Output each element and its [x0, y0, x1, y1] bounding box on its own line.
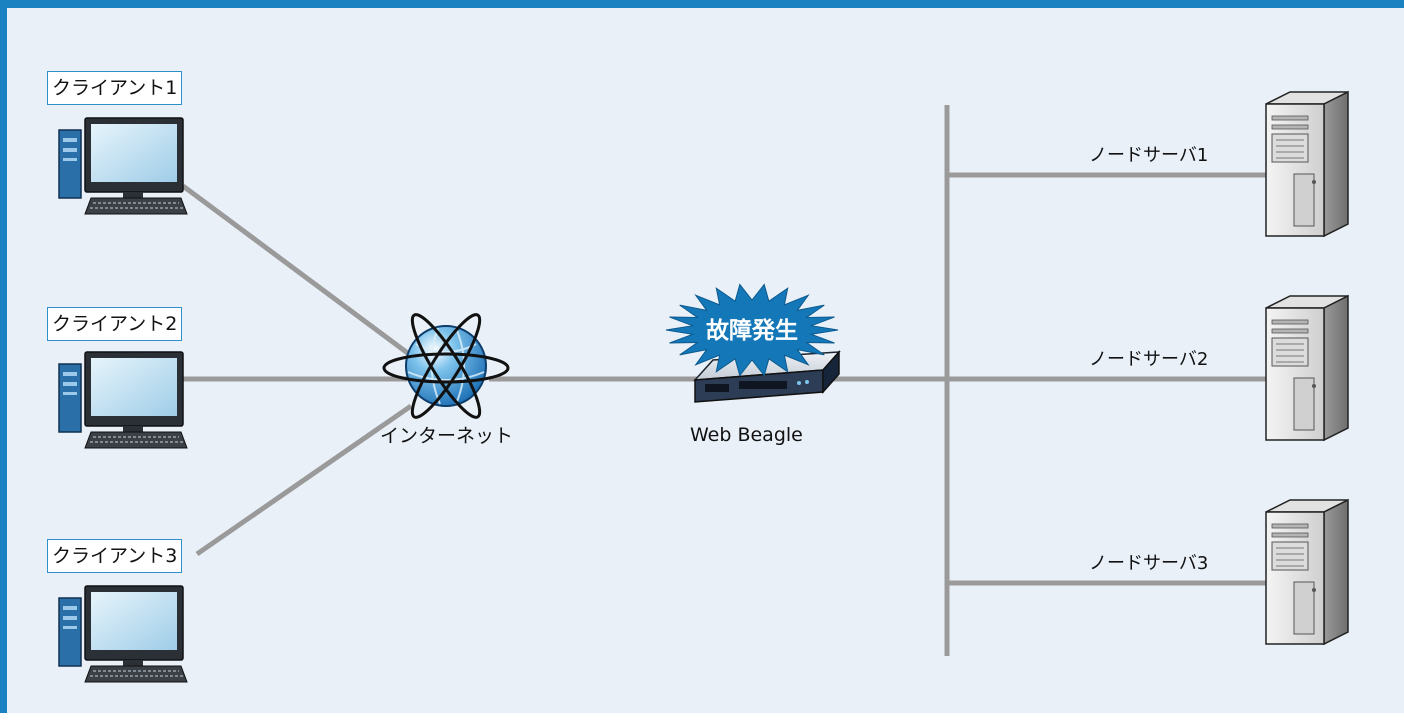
client-pc-icon	[58, 585, 188, 683]
link-client3-internet	[195, 403, 413, 557]
internet-label: インターネット	[380, 425, 514, 447]
client-pc-icon	[58, 117, 188, 215]
node-server-label: ノードサーバ3	[1089, 553, 1209, 574]
client-label: クライアント1	[47, 71, 183, 105]
node-server-icon	[1265, 499, 1349, 645]
client-label: クライアント2	[47, 307, 183, 341]
connection-lines	[181, 105, 1267, 656]
client-pc-icon	[58, 351, 188, 449]
link-client1-internet	[181, 183, 419, 363]
globe-icon	[382, 313, 510, 419]
network-diagram: 故障発生	[58, 91, 1349, 683]
node-server-icon	[1265, 295, 1349, 441]
failure-alert-text: 故障発生	[706, 317, 798, 344]
node-server-label: ノードサーバ2	[1089, 349, 1209, 370]
node-server-icon	[1265, 91, 1349, 237]
appliance-label: Web Beagle	[690, 424, 803, 446]
client-label: クライアント3	[47, 539, 183, 573]
failure-burst-icon	[665, 283, 839, 377]
node-server-label: ノードサーバ1	[1089, 145, 1209, 166]
